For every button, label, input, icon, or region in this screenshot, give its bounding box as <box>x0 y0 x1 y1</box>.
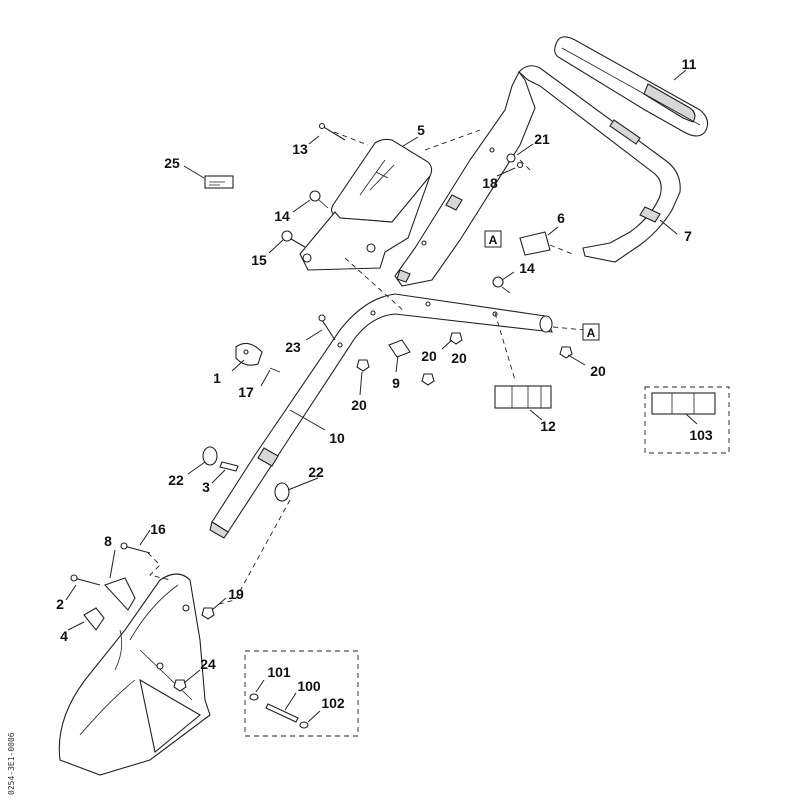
part-label: 2 <box>56 596 64 612</box>
part-label: 11 <box>682 56 697 72</box>
assembly-lines <box>147 129 586 606</box>
part-label: 14 <box>519 260 535 276</box>
part-label: 22 <box>168 472 184 488</box>
part-label: 14 <box>274 208 290 224</box>
part-label: 16 <box>150 521 166 537</box>
drawing-code: 0254-3E1-0006 <box>7 732 16 795</box>
part-label: 20 <box>351 397 367 413</box>
part-label: 7 <box>684 228 692 244</box>
part-label: 101 <box>267 664 291 680</box>
reference-a-text: A <box>587 326 596 340</box>
part-label: 20 <box>451 350 467 366</box>
part-label: 24 <box>200 656 216 672</box>
part-label: 18 <box>482 175 498 191</box>
part-label: 3 <box>202 479 210 495</box>
part-label: 25 <box>164 155 180 171</box>
part-label: 4 <box>60 628 68 644</box>
part-label: 102 <box>321 695 345 711</box>
part-label: 21 <box>534 131 550 147</box>
part-label: 9 <box>392 375 400 391</box>
part-label: 1 <box>213 370 221 386</box>
part-labels: 11 5 13 25 21 18 14 6 7 15 14 23 20 20 2… <box>56 56 713 711</box>
part-label: 5 <box>417 122 425 138</box>
reference-a-box: A <box>484 230 502 248</box>
small-parts <box>70 122 576 729</box>
part-label: 15 <box>251 252 267 268</box>
part-label: 100 <box>297 678 321 694</box>
leader-lines <box>65 69 698 723</box>
lower-handle-part <box>209 293 553 539</box>
part-label: 12 <box>540 418 556 434</box>
mower-frame-part <box>58 573 211 776</box>
part-label: 19 <box>228 586 244 602</box>
part-label: 13 <box>292 141 308 157</box>
cover-part <box>299 138 433 271</box>
kit-103-decal <box>651 392 716 415</box>
part-label: 10 <box>329 430 345 446</box>
part-label: 6 <box>557 210 565 226</box>
upper-handle-part <box>394 65 681 287</box>
part-label: 20 <box>421 348 437 364</box>
kit-box-103 <box>644 386 730 454</box>
kit-box-100 <box>244 650 359 737</box>
part-label: 103 <box>689 427 713 443</box>
part-label: 8 <box>104 533 112 549</box>
handle-grip-part <box>554 36 709 137</box>
part-label: 23 <box>285 339 301 355</box>
part-label: 17 <box>238 384 254 400</box>
reference-a-box: A <box>582 323 600 341</box>
part-label: 22 <box>308 464 324 480</box>
part-label: 20 <box>590 363 606 379</box>
reference-a-text: A <box>489 233 498 247</box>
